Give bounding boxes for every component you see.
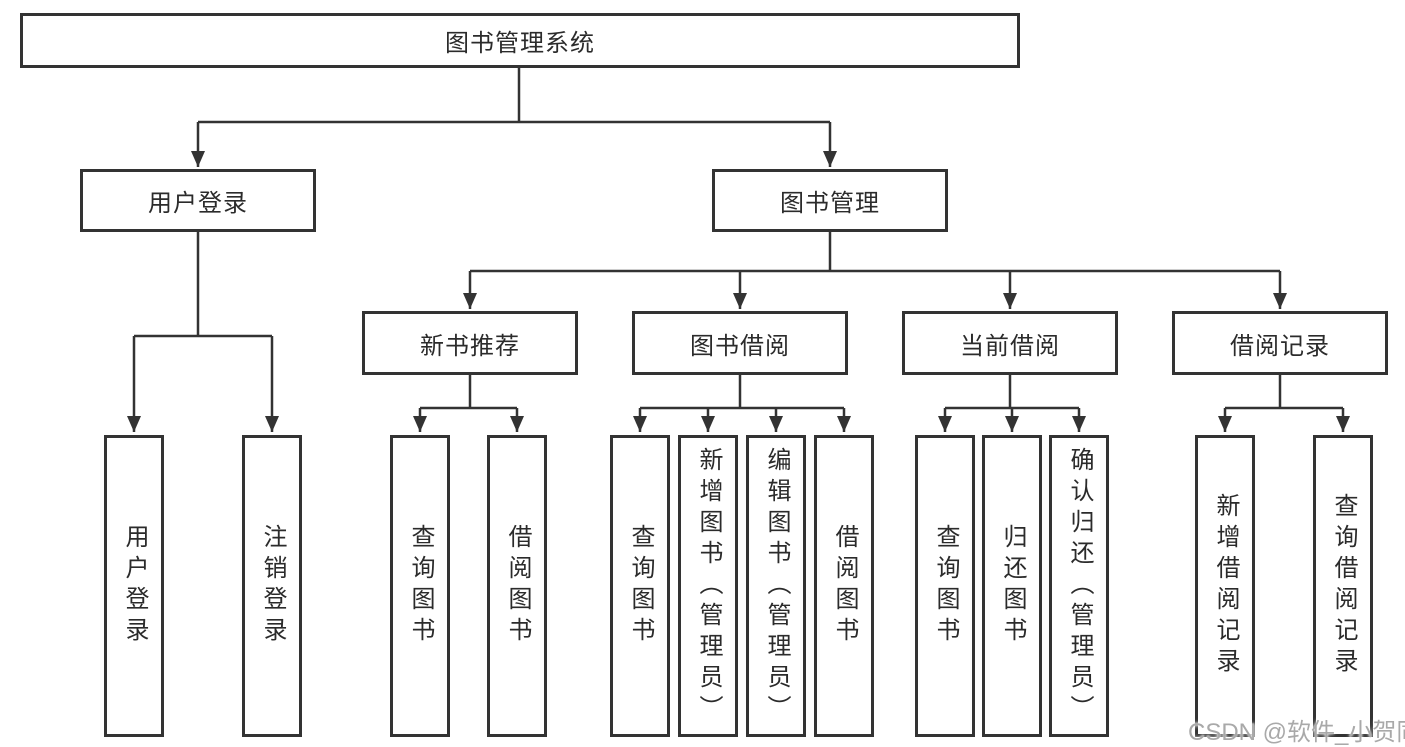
node-leaf-logout: 注销登录 <box>242 435 302 737</box>
node-book-management: 图书管理 <box>712 169 948 232</box>
leaf-label: 借阅图书 <box>504 524 531 648</box>
node-user-login: 用户登录 <box>80 169 316 232</box>
leaf-label: 查询借阅记录 <box>1330 493 1357 679</box>
node-leaf-borrow-books-1: 借阅图书 <box>487 435 547 737</box>
node-leaf-edit-books-admin: 编辑图书（管理员） <box>746 435 806 737</box>
node-new-book-recommendation: 新书推荐 <box>362 311 578 375</box>
node-leaf-query-books-3: 查询图书 <box>915 435 975 737</box>
node-leaf-query-books-1: 查询图书 <box>390 435 450 737</box>
csdn-watermark: CSDN @软件_小贺同学 <box>1188 719 1405 746</box>
node-leaf-add-books-admin: 新增图书（管理员） <box>678 435 738 737</box>
leaf-label: 查询图书 <box>627 524 654 648</box>
leaf-label: 注销登录 <box>259 524 286 648</box>
node-leaf-add-borrowing-record: 新增借阅记录 <box>1195 435 1255 737</box>
node-leaf-confirm-return-admin: 确认归还（管理员） <box>1049 435 1109 737</box>
node-leaf-query-borrowing-record: 查询借阅记录 <box>1313 435 1373 737</box>
node-leaf-borrow-books-2: 借阅图书 <box>814 435 874 737</box>
leaf-label: 新增借阅记录 <box>1212 493 1239 679</box>
node-borrowing-records: 借阅记录 <box>1172 311 1388 375</box>
node-library-management-system: 图书管理系统 <box>20 13 1020 68</box>
node-current-borrowing: 当前借阅 <box>902 311 1118 375</box>
node-leaf-query-books-2: 查询图书 <box>610 435 670 737</box>
node-leaf-user-login: 用户登录 <box>104 435 164 737</box>
leaf-label: 查询图书 <box>407 524 434 648</box>
leaf-label: 查询图书 <box>932 524 959 648</box>
leaf-label: 确认归还（管理员） <box>1066 446 1093 726</box>
node-book-borrowing: 图书借阅 <box>632 311 848 375</box>
leaf-label: 编辑图书（管理员） <box>763 446 790 726</box>
leaf-label: 新增图书（管理员） <box>695 446 722 726</box>
node-leaf-return-books: 归还图书 <box>982 435 1042 737</box>
leaf-label: 归还图书 <box>999 524 1026 648</box>
leaf-label: 用户登录 <box>121 524 148 648</box>
leaf-label: 借阅图书 <box>831 524 858 648</box>
